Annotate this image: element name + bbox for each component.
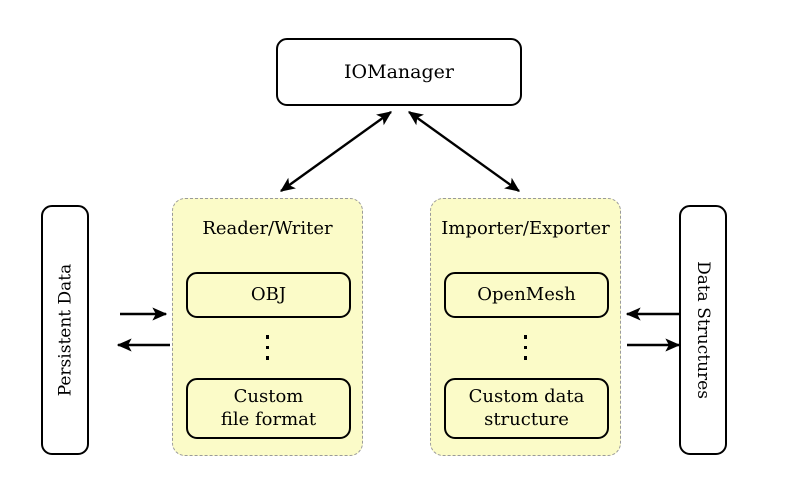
item-openmesh[interactable]: OpenMesh	[444, 272, 609, 318]
arrow-manager-reader-writer	[280, 111, 392, 192]
importer-exporter-ellipsis-icon	[431, 335, 620, 360]
persistent-data-label: Persistent Data	[54, 263, 75, 397]
item-custom-data-structure[interactable]: Custom data structure	[444, 378, 609, 439]
item-custom-data-structure-line1: Custom data	[468, 386, 585, 407]
item-obj-label: OBJ	[250, 283, 287, 305]
item-custom-file-format-label: Custom file format	[221, 386, 316, 431]
iomanager-node[interactable]: IOManager	[276, 38, 522, 106]
item-custom-file-format[interactable]: Custom file format	[186, 378, 351, 439]
group-importer-exporter[interactable]: Importer/Exporter OpenMesh Custom data s…	[430, 198, 621, 456]
item-custom-file-format-line2: file format	[220, 408, 317, 430]
item-custom-data-structure-label: Custom data structure	[469, 386, 585, 431]
item-custom-file-format-line1: Custom	[233, 386, 304, 407]
persistent-data-node[interactable]: Persistent Data	[41, 205, 89, 455]
item-openmesh-label: OpenMesh	[477, 283, 576, 305]
arrow-manager-importer-exporter	[408, 111, 520, 192]
group-importer-exporter-title: Importer/Exporter	[441, 218, 610, 239]
reader-writer-ellipsis-icon	[173, 335, 362, 360]
iomanager-label: IOManager	[344, 60, 454, 83]
item-custom-data-structure-line2: structure	[484, 408, 569, 430]
group-reader-writer-title: Reader/Writer	[202, 218, 333, 239]
data-structures-node[interactable]: Data Structures	[679, 205, 727, 455]
item-obj[interactable]: OBJ	[186, 272, 351, 318]
data-structures-label: Data Structures	[693, 261, 714, 399]
group-reader-writer[interactable]: Reader/Writer OBJ Custom file format	[172, 198, 363, 456]
